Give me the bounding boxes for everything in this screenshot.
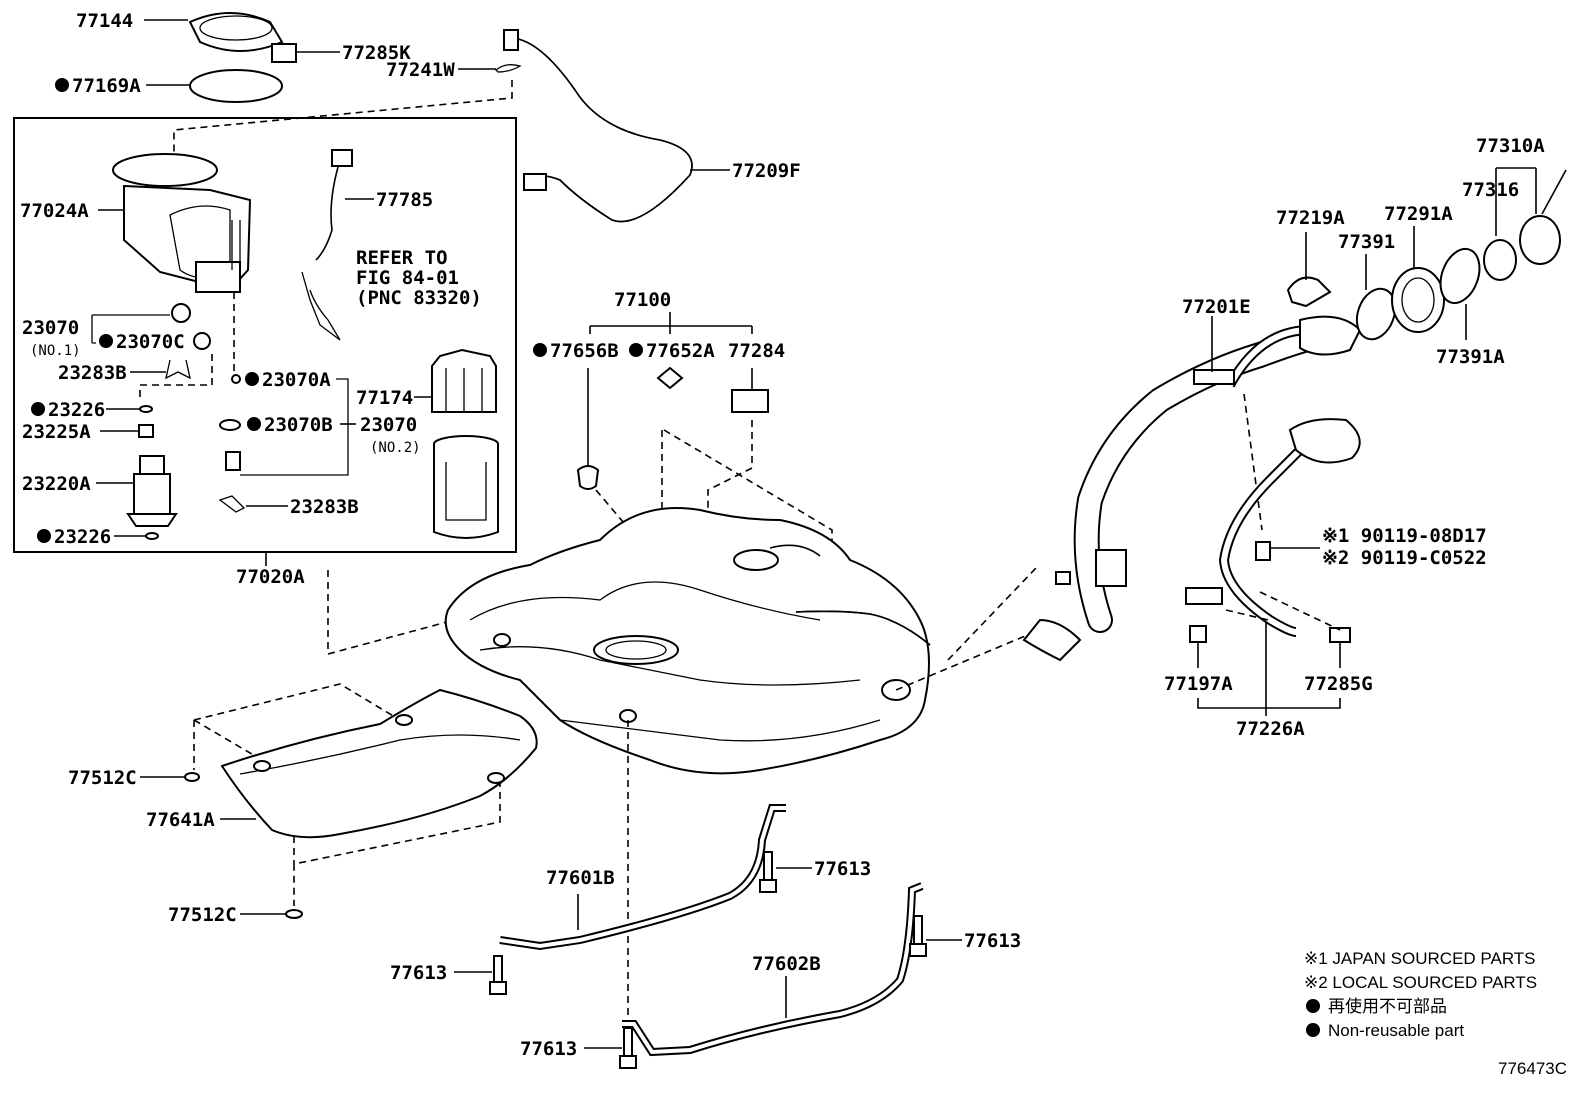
part-label: 77024A bbox=[20, 200, 89, 222]
fuel-hose-77209F bbox=[503, 29, 693, 223]
part-label: 77613 bbox=[390, 962, 447, 984]
part-label: 77512C bbox=[68, 767, 137, 789]
non-reusable-dot bbox=[99, 334, 113, 348]
non-reusable-dot bbox=[247, 417, 261, 431]
part-label: 23220A bbox=[22, 473, 91, 495]
tank-strap-77602B bbox=[622, 882, 924, 1057]
part-label: 77601B bbox=[546, 867, 615, 889]
part-label: 77174 bbox=[356, 387, 413, 409]
part-label: 77785 bbox=[376, 189, 433, 211]
bolt-77613 bbox=[759, 851, 777, 893]
non-reusable-dot bbox=[533, 343, 547, 357]
legend-japan: ※1 JAPAN SOURCED PARTS bbox=[1304, 949, 1536, 968]
filler-pipe-77201E bbox=[1022, 315, 1362, 662]
part-label: 77144 bbox=[76, 10, 133, 32]
fuel-pump-module-77024A bbox=[112, 153, 252, 293]
non-reusable-dot bbox=[629, 343, 643, 357]
pump-assembly-box bbox=[13, 117, 517, 553]
filler-neck-77291A bbox=[1391, 267, 1445, 333]
part-label: 77100 bbox=[614, 289, 671, 311]
part-label: (NO.2) bbox=[370, 440, 421, 456]
non-reusable-dot bbox=[245, 372, 259, 386]
part-label: 23283B bbox=[58, 362, 127, 384]
non-reusable-dot bbox=[1306, 1023, 1320, 1037]
part-label: 77201E bbox=[1182, 296, 1251, 318]
legend-nonreuse-jp: 再使用不可部品 bbox=[1328, 996, 1447, 1016]
part-label: 77512C bbox=[168, 904, 237, 926]
part-label: 23070B bbox=[264, 414, 333, 436]
part-label: 23070C bbox=[116, 331, 185, 353]
figure-code: 776473C bbox=[1498, 1059, 1567, 1078]
part-label: 77613 bbox=[814, 858, 871, 880]
part-label: 77391A bbox=[1436, 346, 1505, 368]
part-label: 23070 bbox=[22, 317, 79, 339]
part-label: 77209F bbox=[732, 160, 801, 182]
fuel-tank-77100 bbox=[444, 507, 930, 775]
bolt-77613 bbox=[489, 955, 507, 995]
part-label: 23070A bbox=[262, 369, 331, 391]
legend-local: ※2 LOCAL SOURCED PARTS bbox=[1304, 973, 1537, 992]
legend-nonreuse: Non-reusable part bbox=[1328, 1021, 1464, 1040]
part-label: 23225A bbox=[22, 421, 91, 443]
part-label: ※2 90119-C0522 bbox=[1322, 547, 1487, 569]
refer-note: REFER TO bbox=[356, 247, 448, 269]
part-label: 77284 bbox=[728, 340, 785, 362]
part-label: 77169A bbox=[72, 75, 141, 97]
refer-note: (PNC 83320) bbox=[356, 287, 482, 309]
non-reusable-dot bbox=[55, 78, 69, 92]
part-label: 77285G bbox=[1304, 673, 1373, 695]
part-label: 77241W bbox=[386, 59, 455, 81]
part-label: 77310A bbox=[1476, 135, 1545, 157]
tank-strap-77601B bbox=[499, 804, 786, 951]
fuel-filter-canister bbox=[433, 435, 499, 539]
part-label: 77285K bbox=[342, 42, 411, 64]
part-label: 77613 bbox=[964, 930, 1021, 952]
part-label: 77652A bbox=[646, 340, 715, 362]
fuel-pump-23220A bbox=[126, 455, 178, 527]
part-label: 77226A bbox=[1236, 718, 1305, 740]
non-reusable-dot bbox=[31, 402, 45, 416]
refer-note: FIG 84-01 bbox=[356, 267, 459, 289]
gasket-77169A bbox=[189, 69, 283, 103]
part-label: 77316 bbox=[1462, 179, 1519, 201]
bolt-77613 bbox=[619, 1027, 637, 1069]
part-label: 23283B bbox=[290, 496, 359, 518]
part-label: 77391 bbox=[1338, 231, 1395, 253]
part-label: 77219A bbox=[1276, 207, 1345, 229]
part-label: 77602B bbox=[752, 953, 821, 975]
bolt-77613 bbox=[909, 915, 927, 957]
part-label: 23226 bbox=[48, 399, 105, 421]
retainer-ring-77144 bbox=[188, 12, 284, 52]
part-label: (NO.1) bbox=[30, 343, 81, 359]
non-reusable-dot bbox=[1306, 999, 1320, 1013]
pump-bracket-77174 bbox=[431, 348, 497, 413]
breather-pipe-77226A bbox=[1185, 418, 1361, 643]
part-label: 77656B bbox=[550, 340, 619, 362]
non-reusable-dot bbox=[37, 529, 51, 543]
part-label: 77020A bbox=[236, 566, 305, 588]
part-label: 77197A bbox=[1164, 673, 1233, 695]
part-label: 77641A bbox=[146, 809, 215, 831]
part-label: 23070 bbox=[360, 414, 417, 436]
part-label: 77291A bbox=[1384, 203, 1453, 225]
legend: ※1 JAPAN SOURCED PARTS ※2 LOCAL SOURCED … bbox=[1304, 949, 1537, 1040]
part-label: 77613 bbox=[520, 1038, 577, 1060]
part-label: 23226 bbox=[54, 526, 111, 548]
heat-shield-77641A bbox=[220, 688, 538, 839]
part-label: ※1 90119-08D17 bbox=[1322, 525, 1487, 547]
